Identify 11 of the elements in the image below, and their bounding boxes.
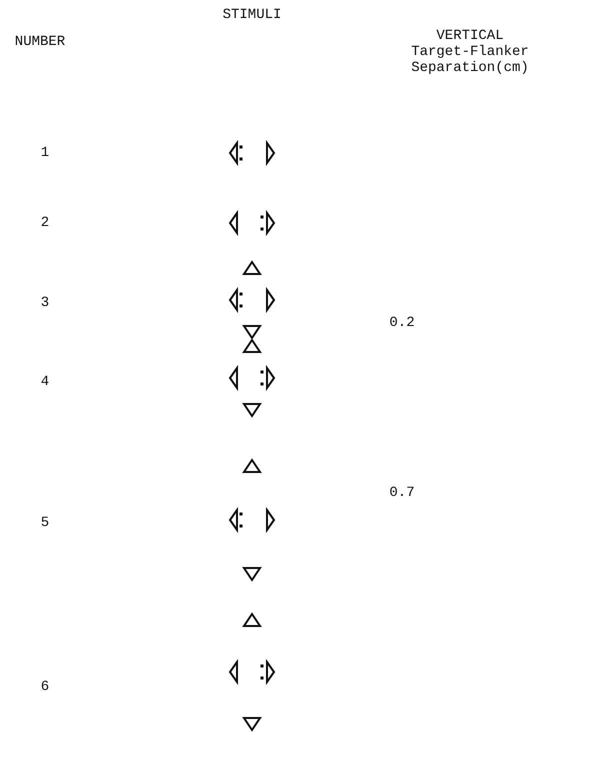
row-number: 6 [40,678,50,696]
separation-value: 0.7 [389,484,415,502]
row-number: 3 [40,294,50,312]
column-heading: STIMULI [222,6,282,24]
row-number: 4 [40,374,50,390]
row-number: 5 [40,514,50,532]
column-heading: NUMBER [14,34,66,50]
row-number: 2 [40,214,50,232]
row-number: 1 [40,144,50,162]
separation-value: 0.2 [389,314,415,332]
column-heading: VERTICAL Target-Flanker Separation(cm) [410,28,530,76]
